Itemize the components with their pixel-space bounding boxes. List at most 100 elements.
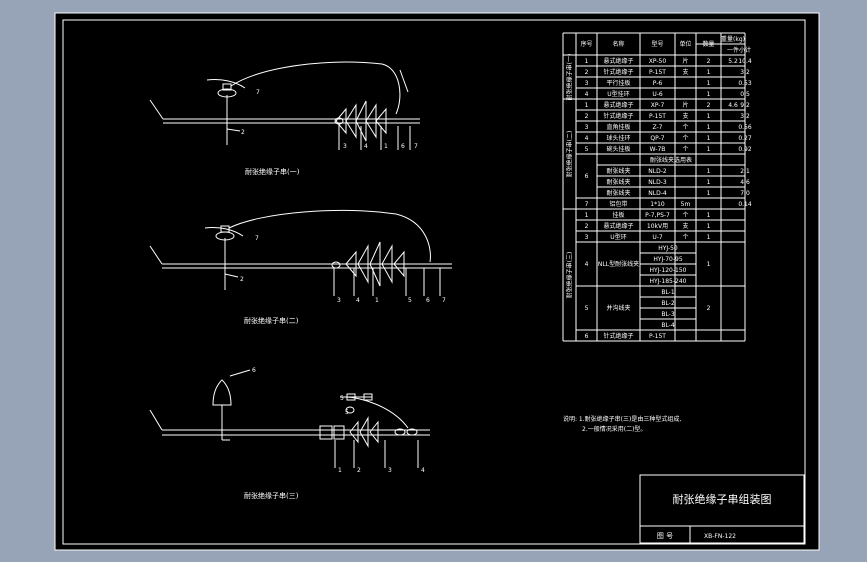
g2-extra-no: 7: [585, 201, 589, 208]
g3-row1-qty: 1: [707, 223, 711, 230]
g2-clamp-qty2: 1: [707, 190, 711, 197]
callout-1: 1: [338, 467, 342, 474]
g3-item4-name: NLL型耐张线夹: [598, 260, 639, 268]
g2-row1-name: 针式绝缘子: [603, 112, 633, 120]
g1-row0-no: 1: [585, 58, 589, 65]
g2-row2-model: Z-7: [653, 124, 663, 131]
g3-row1-model: 10kV用: [647, 223, 668, 230]
g3-item6-model: P-15T: [649, 333, 666, 340]
callout-5b: 5: [345, 409, 349, 416]
g3-item5-name: 并沟线夹: [606, 304, 630, 312]
drawing-title: 耐张绝缘子串组装图: [673, 492, 772, 506]
callout-1: 1: [375, 297, 379, 304]
g3-item5-model1: BL-2: [661, 300, 675, 307]
g3-row0-no: 1: [585, 212, 589, 219]
g2-extra-name: 铝包带: [609, 200, 627, 208]
g1-row3-no: 4: [585, 91, 589, 98]
diagram-1: 2 3 4 1 6 7 7 耐张绝缘子串(一): [149, 61, 420, 176]
callout-6: 6: [426, 297, 430, 304]
callout-1: 1: [384, 143, 388, 150]
diagram-2-caption: 耐张绝缘子串(二): [244, 316, 299, 325]
callout-7: 7: [442, 297, 446, 304]
callout-7: 7: [414, 143, 418, 150]
g1-row1-model: P-15T: [649, 69, 666, 76]
g3-row1-unit: 支: [682, 222, 688, 230]
note-1: 说明: 1.耐张绝缘子串(三)是由三种型式组成,: [563, 415, 681, 423]
g2-clamp-model1: NLD-3: [648, 179, 667, 186]
g2-clamp-model2: NLD-4: [648, 190, 667, 197]
g3-item6-no: 6: [585, 333, 589, 340]
group-3-label: 耐张绝缘子串(三): [566, 252, 574, 299]
g3-item5-qty: 2: [707, 305, 711, 312]
callout-5: 5: [408, 297, 412, 304]
callout-5: 5: [340, 395, 344, 402]
g3-item4-model2: HYJ-120-150: [650, 267, 687, 274]
g1-row2-name: 平行挂板: [606, 79, 630, 87]
g3-item5-no: 5: [585, 305, 589, 312]
g2-row0-no: 1: [585, 102, 589, 109]
drawing-no-label: 图 号: [657, 532, 673, 540]
g2-row2-unit: 个: [682, 124, 688, 131]
g2-extra-unit: 5m: [681, 201, 691, 208]
g2-clamp-qty0: 1: [707, 168, 711, 175]
g3-row2-model: U-7: [652, 234, 663, 241]
inner-frame: [62, 19, 806, 545]
header-name: 名称: [612, 40, 624, 48]
callout-2: 2: [357, 467, 361, 474]
g3-row1-no: 2: [585, 223, 589, 230]
diagram-3: 6 1 2 3 4 5 5 耐张绝缘子串(三): [149, 367, 430, 500]
g2-row3-model: QP-7: [650, 135, 664, 142]
g3-item4-model3: HYJ-185-240: [650, 278, 687, 285]
g2-row4-unit: 个: [682, 146, 688, 153]
g2-row2-no: 3: [585, 124, 589, 131]
g1-row0-model: XP-50: [649, 58, 667, 65]
callout-7-top: 7: [256, 89, 260, 96]
g3-item5-model0: BL-1: [661, 289, 675, 296]
g2-clamp-model0: NLD-2: [648, 168, 667, 175]
header-model: 型号: [651, 40, 663, 48]
g2-row2-name: 直角挂板: [606, 123, 630, 131]
callout-7-top: 7: [255, 235, 259, 242]
g1-row0-name: 悬式绝缘子: [603, 57, 633, 65]
g2-clamp-name1: 耐张线夹: [606, 178, 630, 186]
callout-6: 6: [252, 367, 256, 374]
g3-item6-name: 针式绝缘子: [603, 332, 633, 340]
g1-row1-qty: 1: [707, 69, 711, 76]
g2-row3-no: 4: [585, 135, 589, 142]
g3-item4-model1: HYJ-70-95: [653, 256, 683, 263]
callout-3: 3: [337, 297, 341, 304]
drawing-no: XB-FN-122: [704, 533, 736, 540]
g2-clamp-qty1: 1: [707, 179, 711, 186]
g2-row2-qty: 1: [707, 124, 711, 131]
g3-row2-no: 3: [585, 234, 589, 241]
header-weight: 重量(kg): [721, 35, 745, 43]
g2-row0-name: 悬式绝缘子: [603, 101, 633, 109]
header-no: 序号: [580, 40, 592, 48]
g3-item5-model3: BL-4: [661, 322, 675, 329]
g2-row0-single: 4.6: [728, 102, 738, 109]
diagram-3-caption: 耐张绝缘子串(三): [244, 491, 299, 500]
g2-row0-unit: 片: [682, 101, 688, 109]
header-unit: 单位: [679, 40, 691, 48]
g2-row1-no: 2: [585, 113, 589, 120]
g2-row0-model: XP-7: [651, 102, 665, 109]
g1-row1-unit: 支: [682, 68, 688, 76]
callout-4: 4: [421, 467, 425, 474]
g2-row3-qty: 1: [707, 135, 711, 142]
g1-row3-name: U型挂环: [607, 90, 629, 98]
callout-4: 4: [356, 297, 360, 304]
g2-row4-qty: 1: [707, 146, 711, 153]
diagram-2: 2 3 4 1 5 6 7 7 耐张绝缘子串(二): [149, 209, 452, 325]
g2-clamp-name0: 耐张线夹: [606, 167, 630, 175]
g3-item4-no: 4: [585, 261, 589, 268]
g2-row0-qty: 2: [707, 102, 711, 109]
g2-row3-unit: 个: [682, 135, 688, 142]
g3-row2-qty: 1: [707, 234, 711, 241]
callout-6: 6: [401, 143, 405, 150]
g3-row1-name: 悬式绝缘子: [603, 222, 633, 230]
drawing-sheet: [54, 12, 820, 551]
g3-row0-model: P-7,PS-7: [645, 212, 670, 219]
g2-row1-model: P-15T: [649, 113, 666, 120]
